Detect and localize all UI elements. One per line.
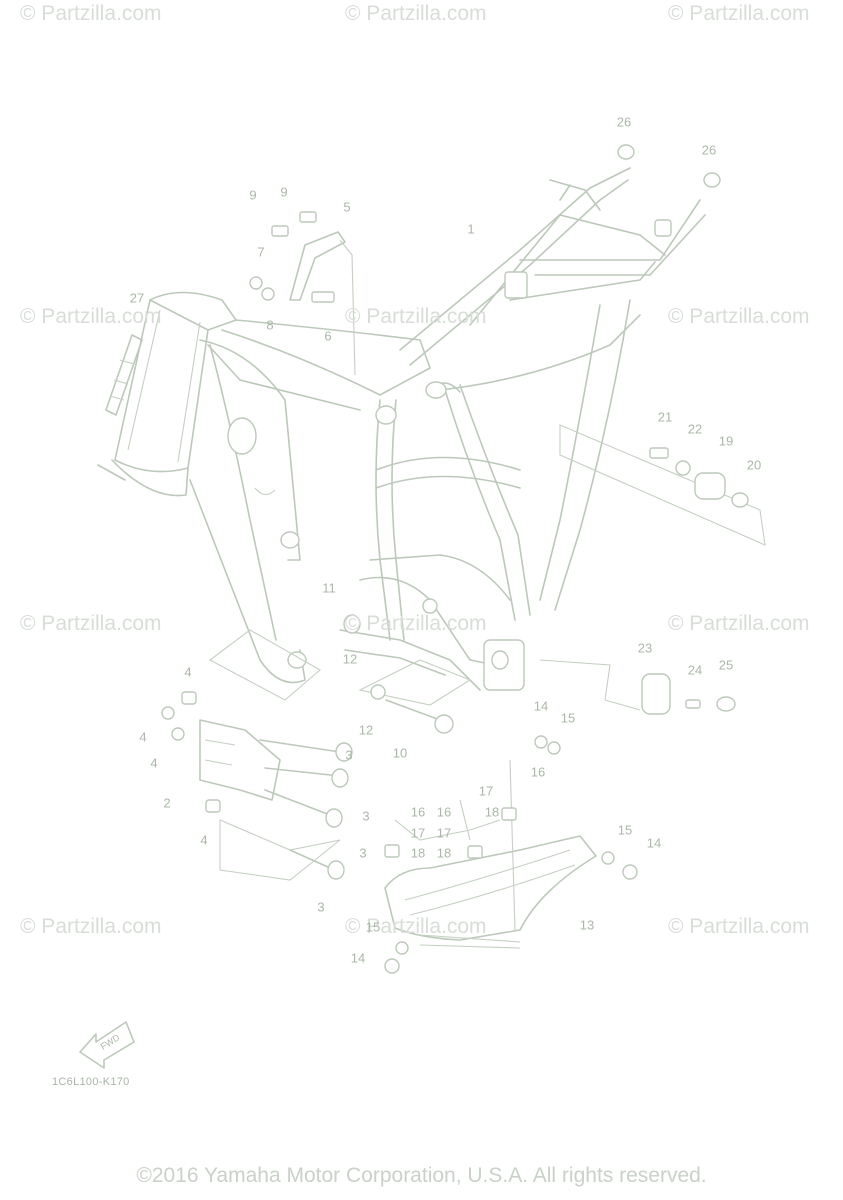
callout-9: 9 — [280, 184, 288, 200]
watermark: © Partzilla.com — [668, 612, 810, 635]
callout-4: 4 — [184, 664, 192, 680]
callout-27: 27 — [129, 290, 145, 306]
callout-10: 10 — [392, 745, 408, 761]
callout-4: 4 — [150, 755, 158, 771]
callout-18: 18 — [410, 845, 426, 861]
watermark: © Partzilla.com — [20, 915, 162, 938]
callout-14: 14 — [350, 950, 366, 966]
callout-17: 17 — [478, 783, 494, 799]
engine-mount-23 — [539, 659, 736, 715]
callout-5: 5 — [343, 199, 351, 215]
callout-11: 11 — [322, 580, 336, 596]
callout-22: 22 — [687, 421, 703, 437]
diagram-code: 1C6L100-K170 — [52, 1076, 130, 1088]
callout-3: 3 — [362, 808, 370, 824]
copyright-notice: ©2016 Yamaha Motor Corporation, U.S.A. A… — [136, 1164, 707, 1187]
callout-4: 4 — [139, 729, 147, 745]
watermark: © Partzilla.com — [668, 305, 810, 328]
skid-plate-13 — [384, 735, 638, 974]
down-tubes — [359, 381, 531, 691]
callout-14: 14 — [533, 698, 549, 714]
callout-7: 7 — [257, 244, 265, 260]
callout-8: 8 — [266, 317, 274, 333]
callout-1: 1 — [467, 221, 475, 237]
callout-6: 6 — [324, 328, 332, 344]
callout-18: 18 — [436, 845, 452, 861]
mount-bracket-5 — [249, 211, 356, 376]
callout-18: 18 — [484, 804, 500, 820]
callout-3: 3 — [345, 747, 353, 763]
callout-23: 23 — [637, 640, 653, 656]
head-pipe — [97, 291, 237, 497]
pivot-bolt-10 — [358, 659, 472, 734]
callout-19: 19 — [718, 433, 734, 449]
callout-16: 16 — [410, 804, 426, 820]
engine-bracket-2 — [161, 629, 353, 881]
main-top-tube — [189, 319, 431, 684]
watermark: © Partzilla.com — [345, 612, 487, 635]
fwd-arrow-icon — [79, 1021, 135, 1069]
callout-17: 17 — [436, 825, 452, 841]
watermark: © Partzilla.com — [20, 612, 162, 635]
callout-26: 26 — [616, 114, 632, 130]
callout-3: 3 — [359, 845, 367, 861]
pivot-area — [339, 598, 481, 691]
callout-15: 15 — [365, 919, 381, 935]
shock-mount-parts — [559, 424, 766, 546]
watermark: © Partzilla.com — [668, 2, 810, 25]
callout-12: 12 — [342, 651, 358, 667]
callout-14: 14 — [646, 835, 662, 851]
callout-24: 24 — [687, 662, 703, 678]
callout-2: 2 — [163, 795, 171, 811]
callout-9: 9 — [249, 187, 257, 203]
callout-12: 12 — [358, 722, 374, 738]
callout-17: 17 — [410, 825, 426, 841]
plate-bracket-27 — [105, 334, 143, 416]
watermark: © Partzilla.com — [345, 305, 487, 328]
watermark: © Partzilla.com — [20, 305, 162, 328]
callout-20: 20 — [746, 457, 762, 473]
callout-15: 15 — [560, 710, 576, 726]
watermark: © Partzilla.com — [20, 2, 162, 25]
callout-25: 25 — [718, 657, 734, 673]
callout-15: 15 — [617, 822, 633, 838]
watermark: © Partzilla.com — [345, 915, 487, 938]
callout-16: 16 — [436, 804, 452, 820]
watermark: © Partzilla.com — [345, 2, 487, 25]
callout-4: 4 — [200, 832, 208, 848]
callout-16: 16 — [530, 764, 546, 780]
watermark: © Partzilla.com — [668, 915, 810, 938]
callout-13: 13 — [579, 917, 595, 933]
callout-21: 21 — [657, 409, 673, 425]
callout-26: 26 — [701, 142, 717, 158]
callout-3: 3 — [317, 899, 325, 915]
rear-subframe — [399, 144, 721, 611]
